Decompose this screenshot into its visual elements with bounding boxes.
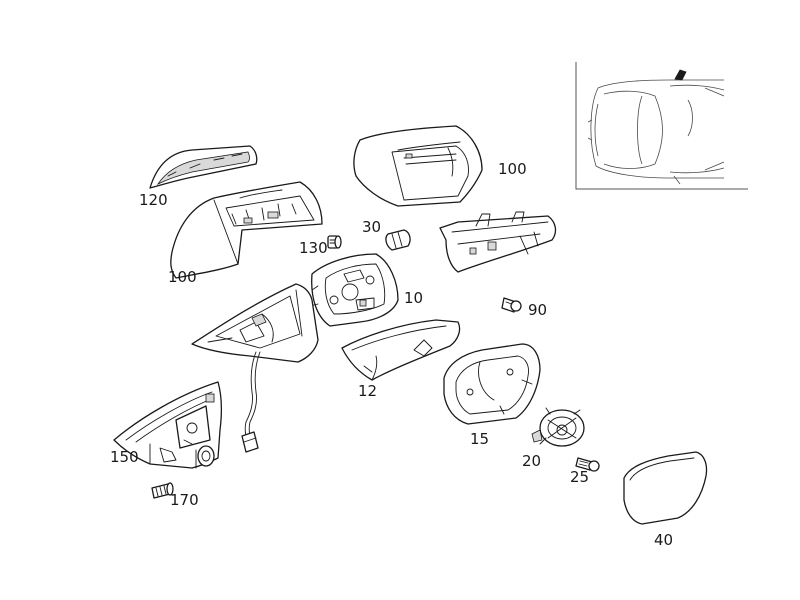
- label-170: 170: [170, 491, 199, 509]
- car-top-view-icon: [587, 69, 725, 185]
- part-10-mirror-drive: [309, 253, 399, 327]
- part-bracket-top-right: [439, 211, 557, 273]
- part-150-triangle-trim: [113, 381, 222, 469]
- part-30-lamp-bulb: [385, 229, 411, 251]
- part-100-housing-cover-right: [353, 125, 483, 207]
- label-120: 120: [139, 191, 168, 209]
- part-130-screw: [327, 235, 342, 249]
- label-30: 30: [362, 218, 381, 236]
- part-100-housing-cover-left: [170, 181, 323, 279]
- label-10: 10: [404, 289, 423, 307]
- part-15-mirror-frame: [443, 343, 541, 425]
- part-170-bolt: [151, 482, 174, 499]
- label-15: 15: [470, 430, 489, 448]
- label-90: 90: [528, 301, 547, 319]
- part-mirror-base-with-cable: [191, 283, 319, 453]
- label-130: 130: [299, 239, 328, 257]
- part-40-mirror-glass: [623, 451, 708, 525]
- label-12: 12: [358, 382, 377, 400]
- part-12-cover-strip: [341, 319, 461, 381]
- part-20-adjustment-motor: [531, 407, 585, 447]
- label-40: 40: [654, 531, 673, 549]
- part-90-screw: [501, 297, 522, 313]
- label-20: 20: [522, 452, 541, 470]
- vehicle-location-inset: [575, 62, 748, 190]
- label-100-left: 100: [168, 268, 197, 286]
- part-120-cover-strip: [149, 145, 258, 189]
- label-150: 150: [110, 448, 139, 466]
- label-100-right: 100: [498, 160, 527, 178]
- part-25-screw: [575, 457, 600, 472]
- label-25: 25: [570, 468, 589, 486]
